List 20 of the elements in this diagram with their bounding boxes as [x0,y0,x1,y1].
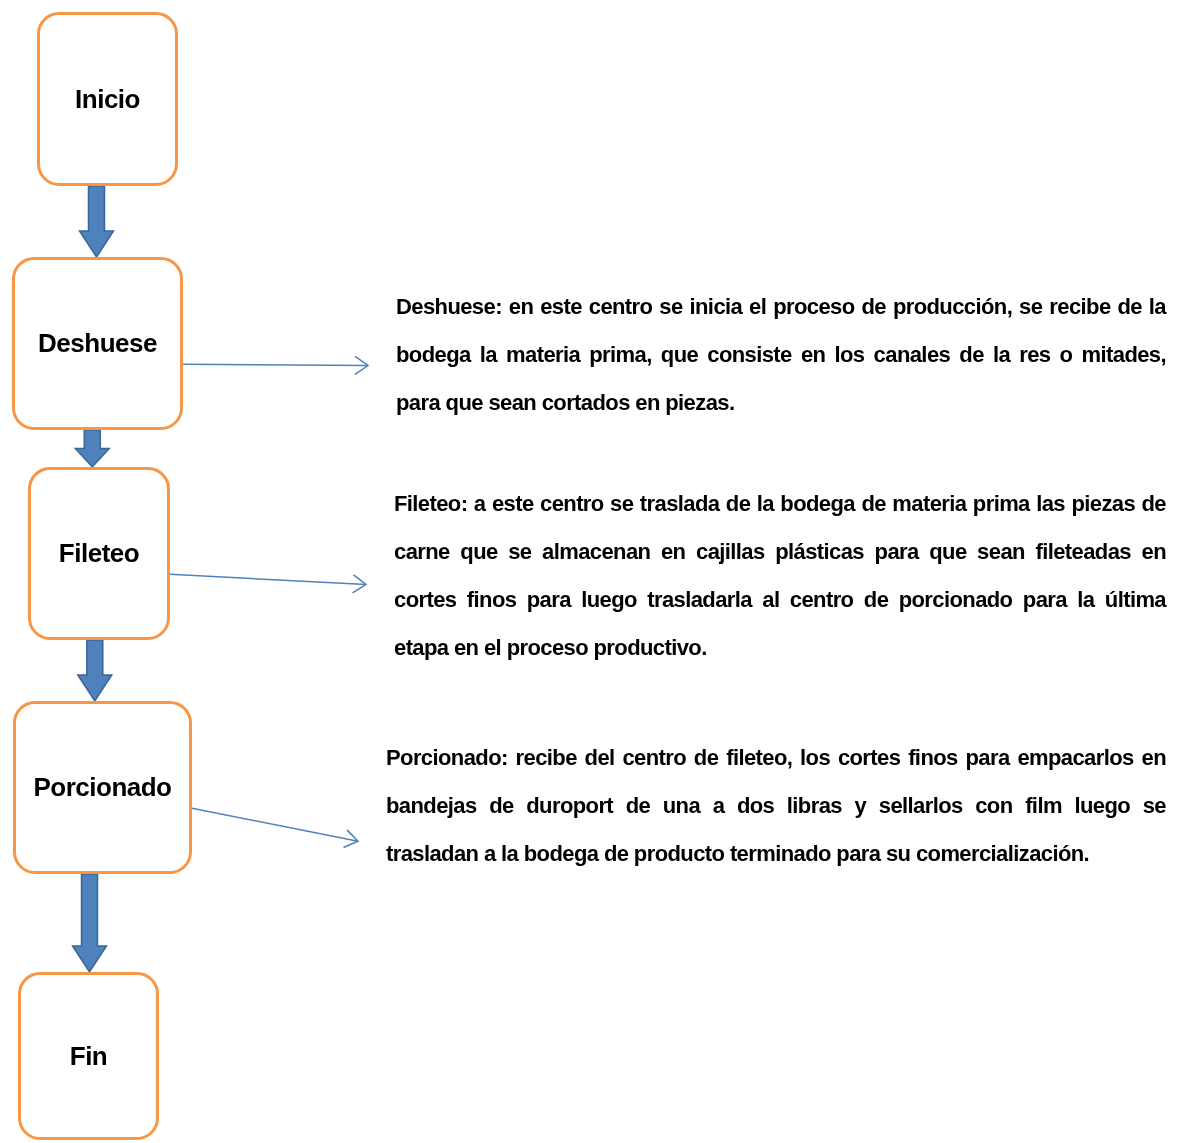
arrow [191,807,359,849]
box-label: Fin [69,1039,108,1073]
box-label: Fileteo [58,537,140,570]
description-text: Deshuese: en este centro se inicia el proceso de producción, se recibe de la bodega la materia prima, que consiste en los canales de la res o mitades, para que sean cortados en piezas. [368,283,1166,433]
arrow [182,355,369,376]
process-box [28,467,170,640]
arrow [169,573,367,594]
block-arrow [73,429,111,469]
block-arrow [71,873,108,974]
box-label: Porcionado [33,771,172,804]
block-arrow [78,185,115,259]
box-label: Inicio [75,82,140,116]
description-text: Porcionado: recibe del centro de fileteo, los cortes finos para empacarlos en bandejas de duroport de una a dos libras y sellarlos con film luego se trasladan a la bodega de producto terminado para su comercialización. [358,734,1166,929]
description-text: Fileteo: a este centro se traslada de la bodega de materia prima las piezas de carne que se almacenan en cajillas plásticas para que sean fileteadas en cortes finos para luego trasladarla al centro de porcionado para la última etapa en el proceso productivo. [366,480,1166,670]
process-box [12,257,183,430]
process-box [18,972,159,1140]
process-box [13,701,192,874]
block-arrow [76,639,114,703]
box-label: Deshuese [38,327,157,360]
process-box [37,12,178,186]
